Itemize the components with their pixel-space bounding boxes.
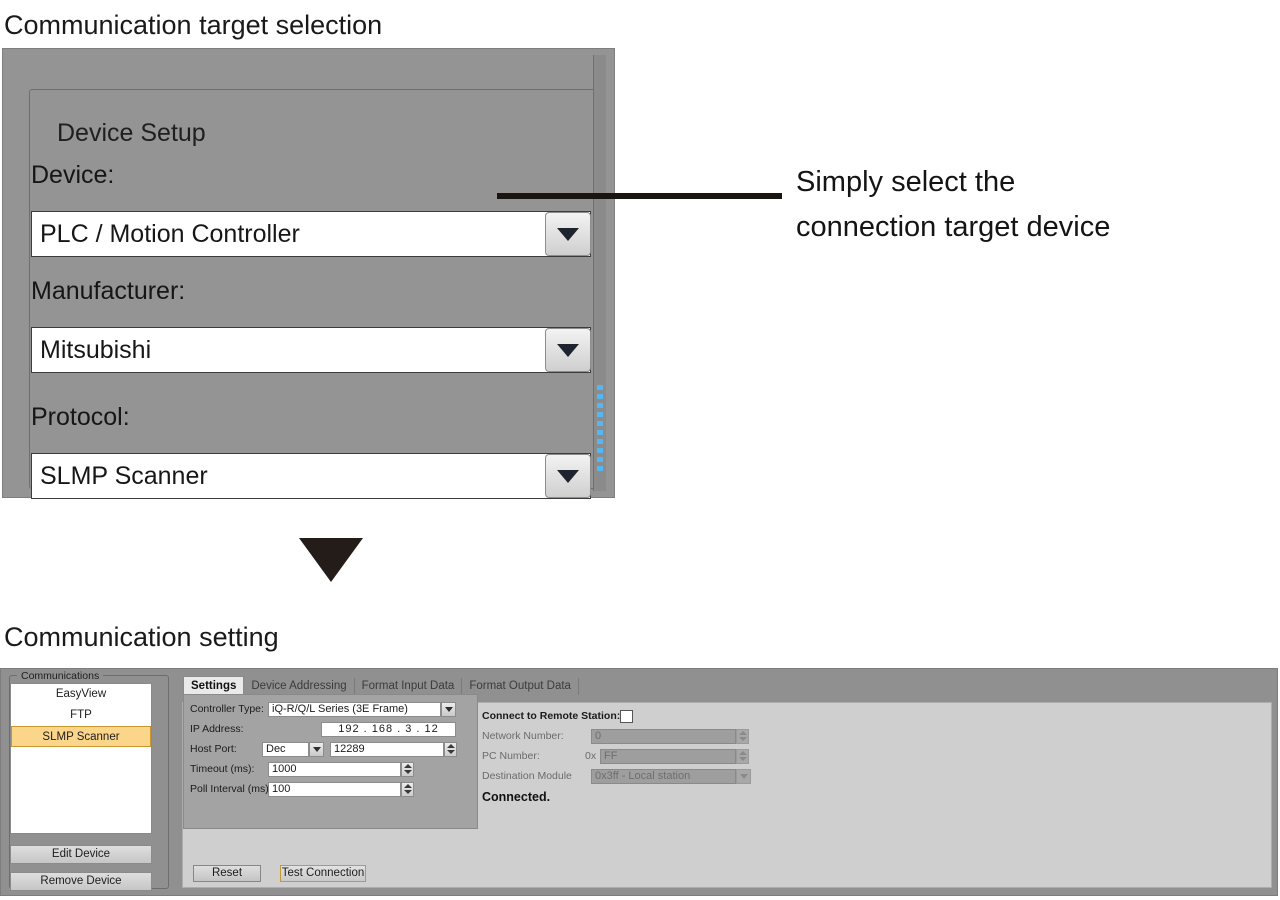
list-item[interactable]: EasyView (55, 688, 107, 700)
protocol-combobox[interactable]: SLMP Scanner (31, 453, 591, 499)
communications-group-title: Communications (17, 670, 104, 682)
device-setup-panel: Device Setup Device: PLC / Motion Contro… (2, 48, 615, 499)
timeout-label: Timeout (ms): (190, 763, 255, 775)
chevron-down-icon (312, 746, 321, 752)
protocol-label: Protocol: (31, 403, 130, 431)
host-port-spinner[interactable] (444, 741, 457, 757)
reset-button[interactable]: Reset (193, 865, 261, 882)
chevron-down-icon (557, 227, 579, 241)
device-combobox-value: PLC / Motion Controller (40, 219, 300, 248)
spinner-up-icon[interactable] (738, 750, 747, 755)
host-port-base-input[interactable]: Dec (262, 741, 309, 757)
destination-module-dropdown-button[interactable] (736, 768, 751, 784)
network-number-spinner[interactable] (736, 728, 749, 744)
protocol-combobox-dropdown-button[interactable] (545, 454, 591, 498)
chevron-down-icon (557, 469, 579, 483)
device-label: Device: (31, 161, 115, 189)
ip-address-input[interactable]: 192 . 168 . 3 . 12 (321, 721, 456, 737)
spinner-up-icon[interactable] (446, 743, 455, 748)
manufacturer-combobox[interactable]: Mitsubishi (31, 327, 591, 373)
poll-interval-label: Poll Interval (ms): (190, 783, 272, 795)
callout-text: Simply select the connection target devi… (796, 160, 1110, 250)
chevron-down-icon (444, 706, 453, 712)
controller-type-dropdown-button[interactable] (441, 701, 456, 717)
controller-type-input[interactable]: iQ-R/Q/L Series (3E Frame) (268, 701, 441, 717)
spinner-down-icon[interactable] (403, 770, 412, 775)
device-combobox-dropdown-button[interactable] (545, 212, 591, 256)
destination-module-label: Destination Module (482, 770, 572, 782)
timeout-input[interactable]: 1000 (268, 761, 401, 777)
manufacturer-combobox-dropdown-button[interactable] (545, 328, 591, 372)
manufacturer-combobox-value: Mitsubishi (40, 335, 152, 364)
device-combobox[interactable]: PLC / Motion Controller (31, 211, 591, 257)
connect-to-remote-station-checkbox[interactable] (620, 709, 634, 723)
tab-settings[interactable]: Settings (183, 676, 245, 695)
poll-interval-input[interactable]: 100 (268, 781, 401, 797)
ip-address-label: IP Address: (190, 723, 244, 735)
list-item[interactable]: SLMP Scanner (11, 726, 151, 747)
spinner-up-icon[interactable] (403, 783, 412, 788)
spinner-down-icon[interactable] (403, 790, 412, 795)
edit-device-button[interactable]: Edit Device (10, 845, 152, 864)
list-item[interactable]: FTP (70, 709, 92, 721)
pc-number-input[interactable]: FF (600, 748, 736, 764)
tabstrip: Settings Device Addressing Format Input … (183, 676, 579, 695)
pc-number-spinner[interactable] (736, 748, 749, 764)
controller-type-label: Controller Type: (190, 703, 264, 715)
host-port-input[interactable]: 12289 (330, 741, 444, 757)
poll-interval-spinner[interactable] (401, 781, 414, 797)
connect-to-remote-station-label: Connect to Remote Station: (482, 710, 621, 722)
tab-format-output-data[interactable]: Format Output Data (462, 678, 579, 695)
spinner-down-icon[interactable] (738, 737, 747, 742)
tab-device-addressing[interactable]: Device Addressing (244, 678, 355, 695)
communications-list[interactable]: EasyView FTP SLMP Scanner (10, 683, 152, 834)
callout-text-line1: Simply select the (796, 166, 1016, 198)
manufacturer-label: Manufacturer: (31, 277, 186, 305)
host-port-base-dropdown-button[interactable] (309, 741, 324, 757)
protocol-combobox-value: SLMP Scanner (40, 461, 208, 490)
chevron-down-icon (739, 773, 748, 779)
chevron-down-icon (557, 343, 579, 357)
network-number-label: Network Number: (482, 730, 564, 742)
panel-scrollbar-thumb[interactable] (597, 385, 603, 471)
timeout-spinner[interactable] (401, 761, 414, 777)
spinner-up-icon[interactable] (738, 730, 747, 735)
destination-module-input[interactable]: 0x3ff - Local station (591, 768, 736, 784)
status-badge: Connected. (482, 790, 551, 804)
network-number-input[interactable]: 0 (591, 728, 736, 744)
pc-number-label: PC Number: (482, 750, 540, 762)
test-connection-button[interactable]: Test Connection (280, 865, 366, 882)
pc-number-prefix: 0x (585, 750, 597, 762)
tab-format-input-data[interactable]: Format Input Data (355, 678, 463, 695)
down-triangle-icon (299, 538, 363, 582)
callout-text-line2: connection target device (796, 210, 1111, 243)
spinner-up-icon[interactable] (403, 763, 412, 768)
remove-device-button[interactable]: Remove Device (10, 872, 152, 891)
host-port-label: Host Port: (190, 743, 237, 755)
device-setup-group-title: Device Setup (49, 119, 214, 148)
page-title-bottom: Communication setting (4, 622, 279, 652)
spinner-down-icon[interactable] (738, 757, 747, 762)
communication-setting-window: Communications EasyView FTP SLMP Scanner… (0, 668, 1278, 896)
callout-leader-line (497, 193, 782, 199)
settings-panel: Controller Type: iQ-R/Q/L Series (3E Fra… (183, 694, 478, 829)
panel-scrollbar[interactable] (593, 55, 606, 491)
spinner-down-icon[interactable] (446, 750, 455, 755)
page-title-top: Communication target selection (4, 10, 383, 40)
